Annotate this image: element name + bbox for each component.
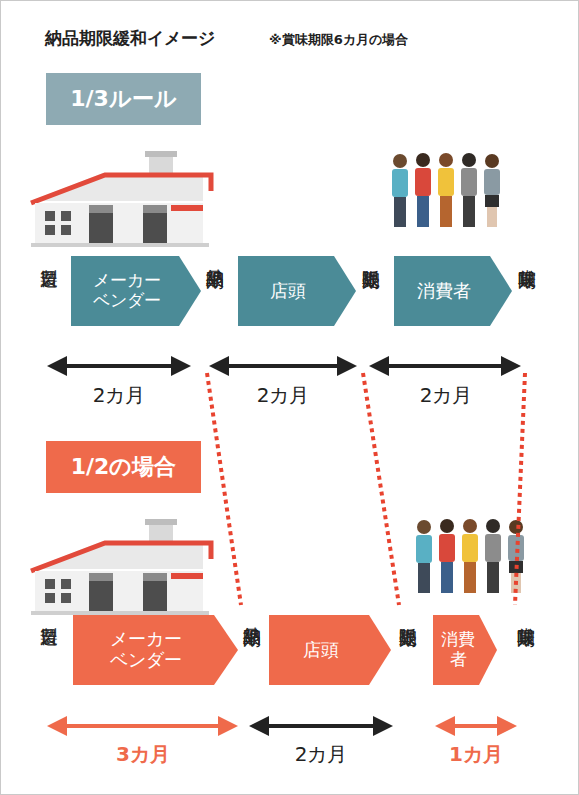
milestone-label: 製造日 xyxy=(39,255,59,258)
span-arrow xyxy=(253,724,389,728)
arrow-fill xyxy=(238,256,356,326)
arrow-fill xyxy=(433,615,497,685)
stage-arrow: 消費者 xyxy=(394,256,512,326)
node-text: メーカー ベンダー xyxy=(77,629,214,670)
diagram-title: 納品期限緩和イメージ xyxy=(45,29,215,48)
milestone-label: 販売期限 xyxy=(398,613,418,617)
arrow-fill xyxy=(73,615,238,685)
milestone-label: 製造日 xyxy=(39,613,59,616)
node-content: メーカー ベンダー xyxy=(71,256,179,326)
node-content: メーカー ベンダー xyxy=(73,615,214,685)
arrow-fill xyxy=(71,256,201,326)
duration-label: 2カ月 xyxy=(386,384,506,406)
node-text: 1/3ルール xyxy=(70,86,177,111)
milestone-label: 納品期限 xyxy=(205,255,225,259)
node-content: 1/2の場合 xyxy=(46,441,201,493)
node-text: 店頭 xyxy=(303,640,339,661)
shift-guide xyxy=(515,373,525,605)
stage-arrow: 店頭 xyxy=(269,615,391,685)
duration-label: 2カ月 xyxy=(261,743,381,765)
people-illustration xyxy=(416,519,524,593)
milestone-label: 販売期限 xyxy=(361,255,381,259)
duration-label: 2カ月 xyxy=(223,384,343,406)
node-text: 消費者 xyxy=(437,630,479,669)
node-text: メーカー ベンダー xyxy=(75,271,179,310)
node-content: 店頭 xyxy=(269,615,369,685)
milestone-label: 賞味期限 xyxy=(516,613,536,617)
node-content: 1/3ルール xyxy=(46,73,201,125)
note-text: ※賞味期限6カ月の場合 xyxy=(269,33,408,47)
stage-arrow: 消費者 xyxy=(433,615,497,685)
duration-label: 2カ月 xyxy=(59,384,179,406)
stage-arrow: メーカー ベンダー xyxy=(73,615,238,685)
span-arrow xyxy=(213,364,353,368)
span-arrow xyxy=(51,364,187,368)
duration-label: 1カ月 xyxy=(416,743,536,765)
node-text: 店頭 xyxy=(270,281,306,302)
factory-illustration xyxy=(31,519,211,615)
arrow-fill xyxy=(269,615,391,685)
span-arrow xyxy=(439,724,513,728)
node-text: 1/2の場合 xyxy=(71,454,177,479)
span-arrow xyxy=(373,364,517,368)
node-text: 消費者 xyxy=(417,281,471,302)
section-badge: 1/2の場合 xyxy=(46,441,201,493)
span-arrow xyxy=(51,724,234,728)
section-badge: 1/3ルール xyxy=(46,73,201,125)
stage-arrow: メーカー ベンダー xyxy=(71,256,201,326)
milestone-label: 賞味期限 xyxy=(517,255,537,259)
people-illustration xyxy=(392,153,500,227)
node-content: 消費者 xyxy=(433,615,479,685)
stage-arrow: 店頭 xyxy=(238,256,356,326)
factory-illustration xyxy=(31,151,211,247)
node-content: 消費者 xyxy=(394,256,490,326)
milestone-label: 納品期限 xyxy=(242,613,262,617)
shift-guide xyxy=(207,373,241,605)
arrow-fill xyxy=(394,256,512,326)
duration-label: 3カ月 xyxy=(83,743,203,765)
node-content: 店頭 xyxy=(238,256,334,326)
shift-guide xyxy=(363,373,399,605)
